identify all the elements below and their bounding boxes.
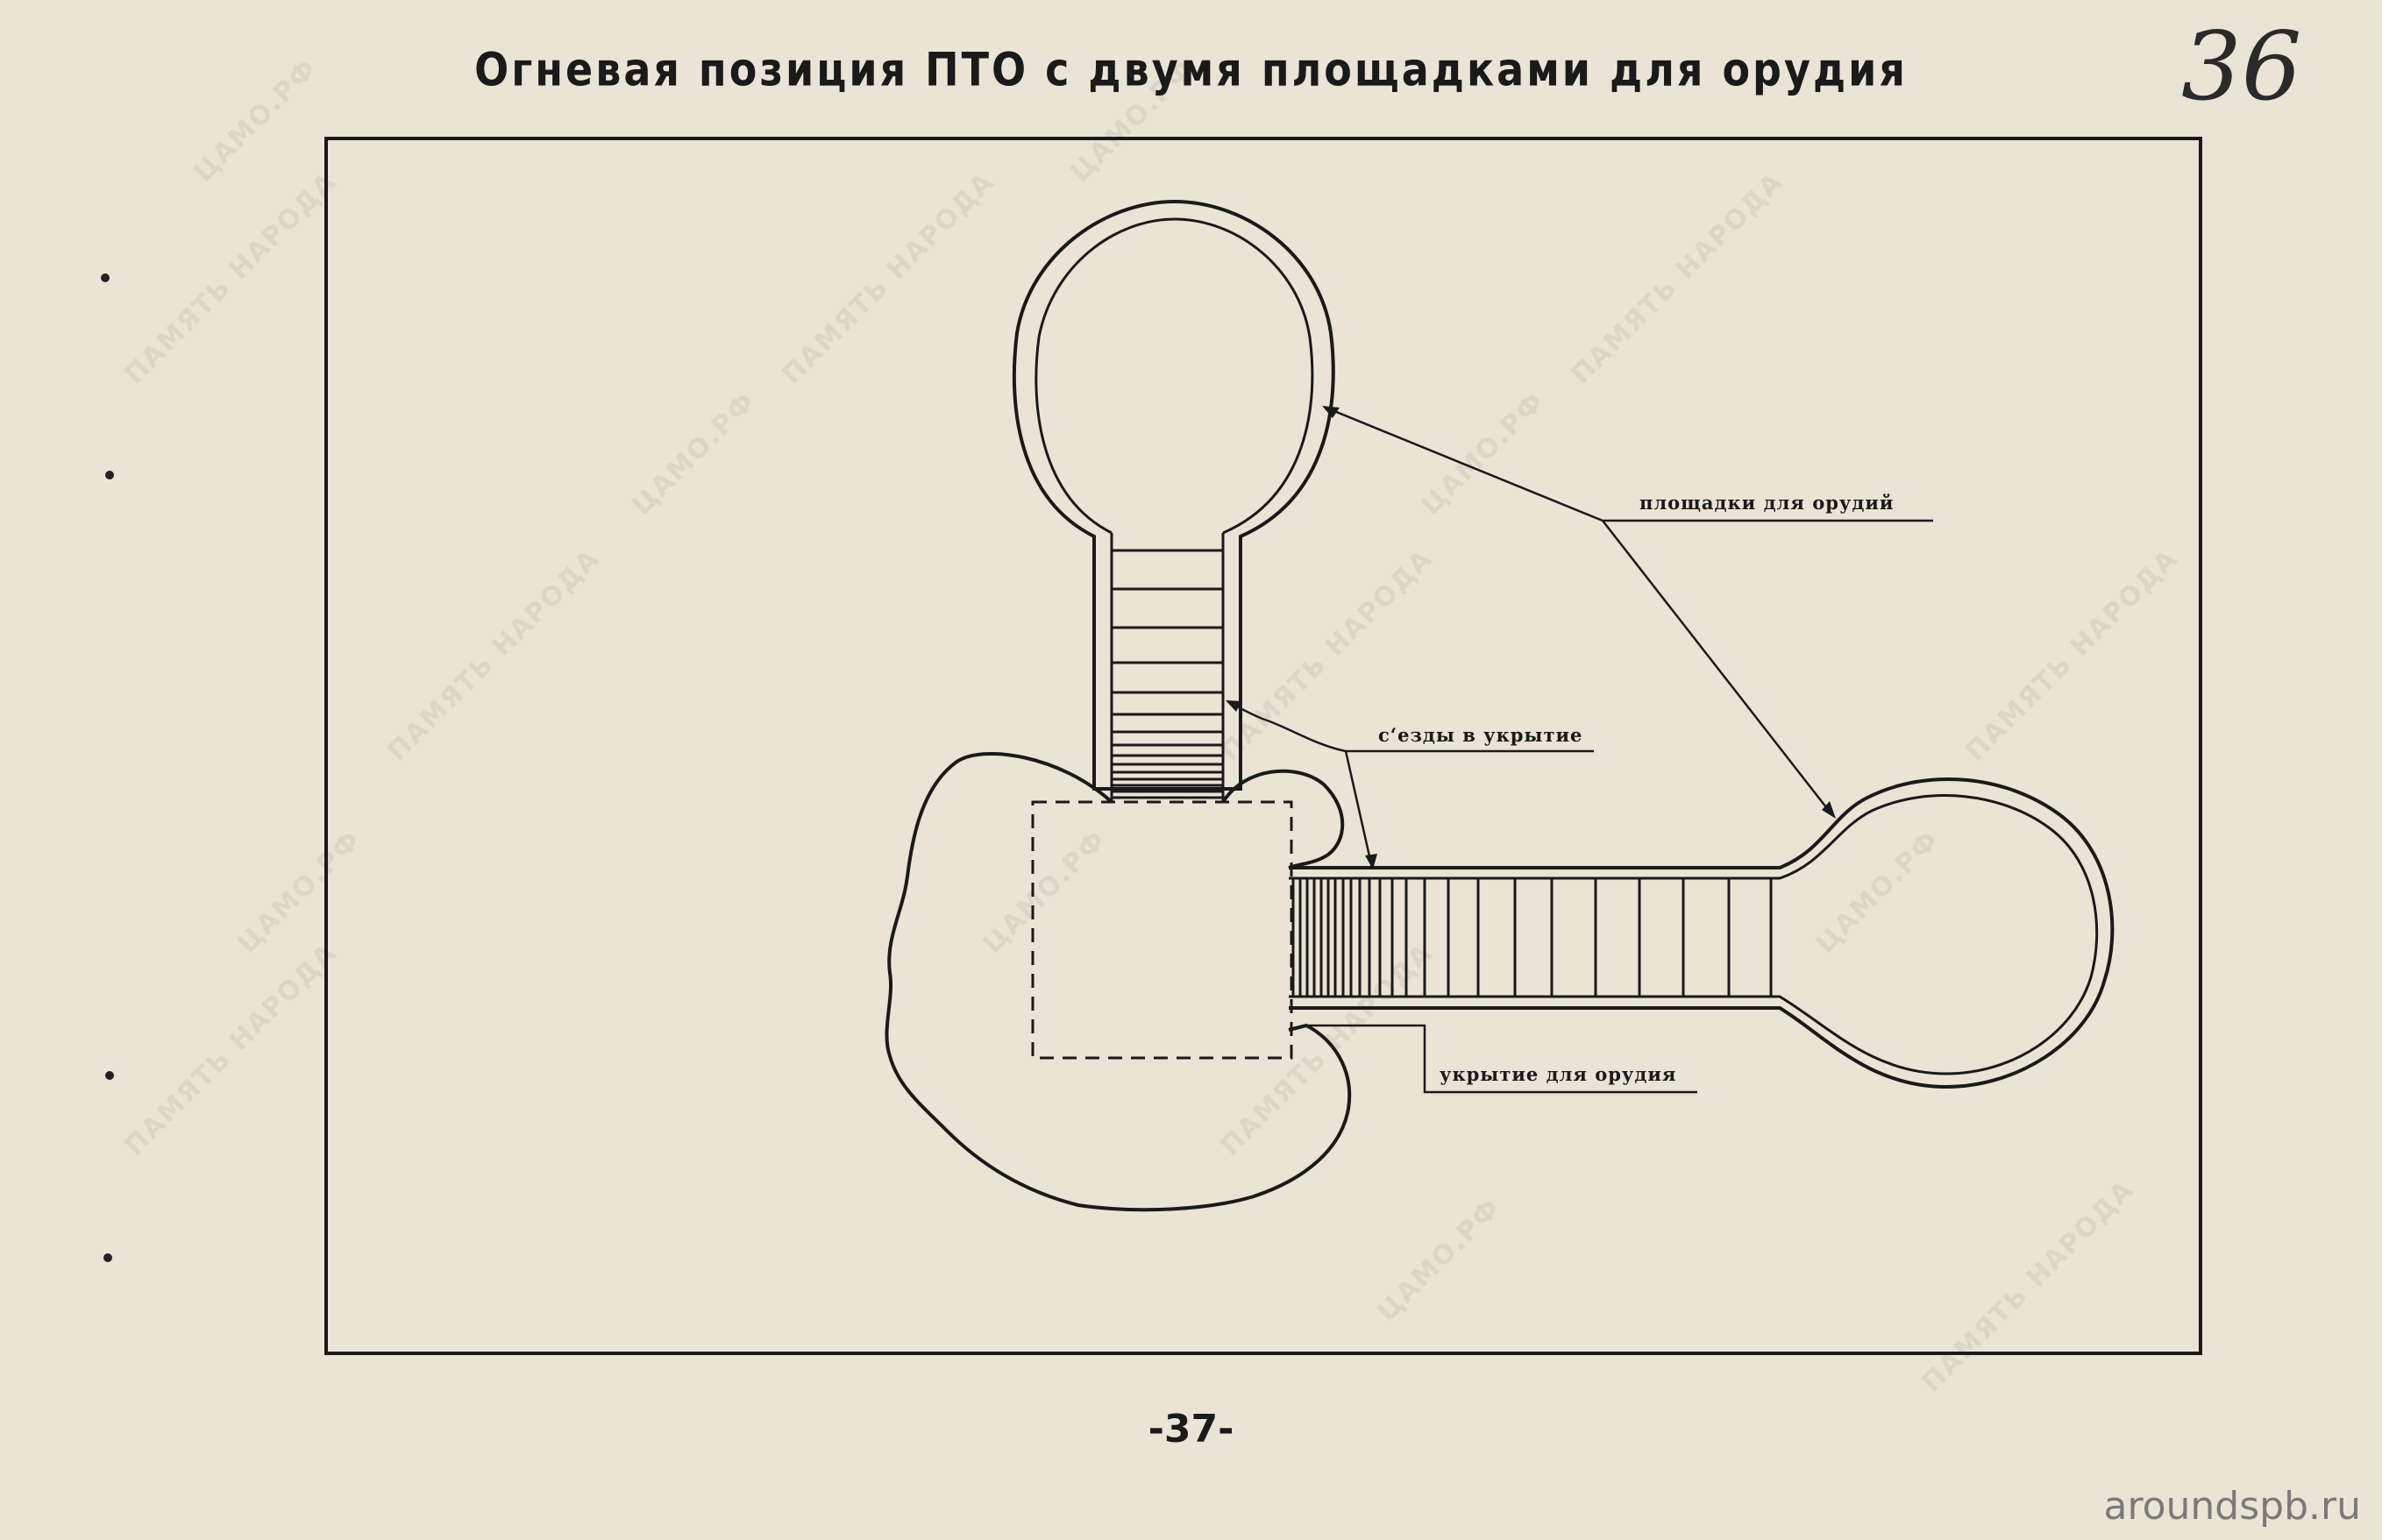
binder-hole	[103, 1253, 112, 1262]
binder-hole	[105, 471, 114, 479]
binder-hole	[105, 1071, 114, 1080]
right-platform-outer	[1289, 777, 2115, 1089]
handwritten-sheet-mark: 36	[2181, 12, 2302, 122]
right-platform-inner	[1289, 794, 2099, 1075]
leader-lines	[1227, 406, 1933, 1094]
top-platform-outer	[1012, 199, 1335, 791]
binder-hole	[101, 273, 110, 282]
page-number: -37-	[1148, 1407, 1234, 1451]
arrowheads	[1226, 406, 1836, 869]
right-ramp-rungs	[1291, 878, 1773, 997]
shelter-lobe	[1221, 769, 1345, 869]
gun-emplacement-dashed	[1031, 800, 1293, 1060]
page-title: Огневая позиция ПТО с двумя площадками д…	[474, 41, 1908, 97]
top-platform-inner	[1035, 217, 1314, 535]
shelter-outline	[885, 752, 1352, 1212]
label-shelter: укрытие для орудия	[1440, 1063, 1677, 1085]
top-ramp-rungs	[1112, 549, 1223, 799]
label-ramps: с‘езды в укрытие	[1378, 724, 1583, 746]
source-watermark: aroundspb.ru	[2103, 1484, 2361, 1529]
drawing-frame	[324, 137, 2202, 1355]
label-platforms: площадки для орудий	[1639, 492, 1895, 514]
